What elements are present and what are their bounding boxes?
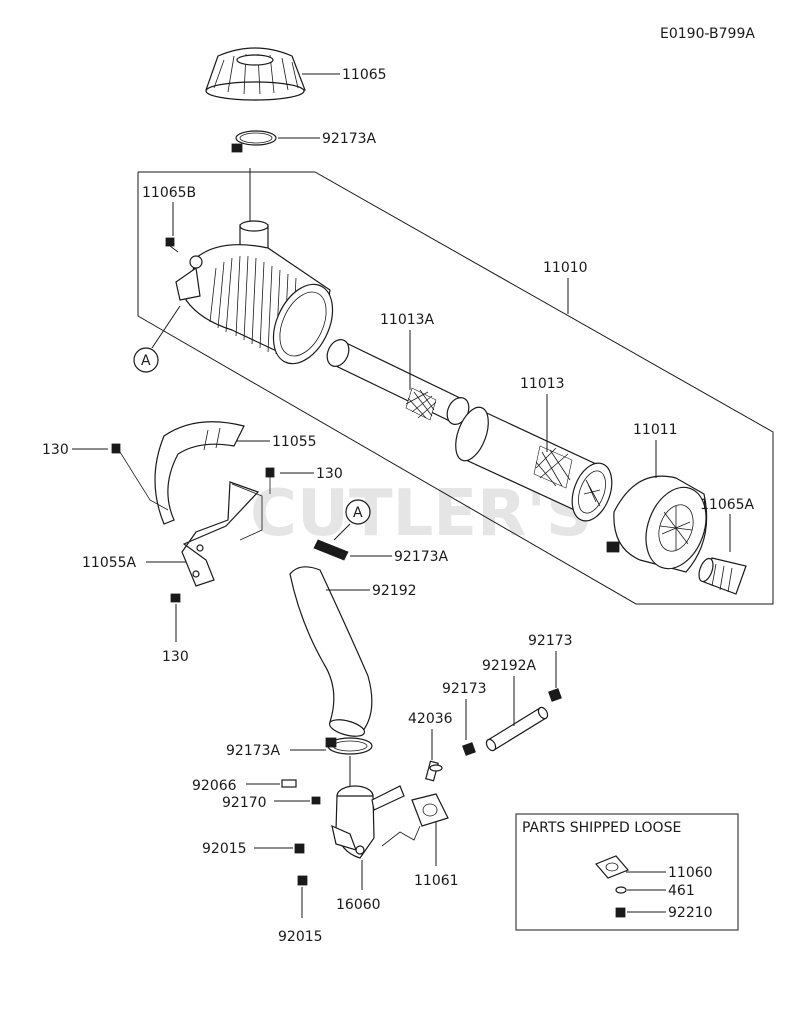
leader-callout-a-lower [333, 523, 351, 541]
label-92170: 92170 [222, 795, 267, 811]
label-11055A: 11055A [82, 555, 137, 571]
label-130-right: 130 [316, 466, 343, 482]
label-92173-mid: 92173 [442, 681, 487, 697]
label-92173A-mid: 92173A [394, 549, 449, 565]
callout-a-lower-label: A [353, 505, 363, 521]
bolt-11065B[interactable] [165, 237, 179, 253]
housing-body[interactable] [175, 220, 344, 373]
diagram-code: E0190-B799A [660, 26, 755, 42]
nut-92015-b[interactable] [297, 875, 308, 886]
label-11011: 11011 [633, 422, 678, 438]
label-92015-b: 92015 [278, 929, 323, 945]
label-92015-a: 92015 [202, 841, 247, 857]
label-92173A-low: 92173A [226, 743, 281, 759]
cover-11011[interactable] [606, 475, 717, 577]
fitting-92066[interactable] [281, 779, 297, 788]
clamp-92173-mid[interactable] [462, 742, 476, 756]
clamp-92173A-mid[interactable] [313, 539, 349, 561]
pipe-42036[interactable] [425, 760, 443, 782]
nut-92210[interactable] [615, 907, 626, 918]
clamp-92173-right[interactable] [548, 688, 562, 702]
clamp-92173A-top[interactable] [231, 130, 277, 153]
bracket-11055A[interactable] [181, 481, 263, 587]
hose-92192[interactable] [289, 566, 373, 740]
label-11055: 11055 [272, 434, 317, 450]
filter-11013[interactable] [449, 403, 619, 526]
label-16060: 16060 [336, 897, 381, 913]
washer-461[interactable] [615, 886, 627, 894]
cap-11065[interactable] [205, 47, 306, 101]
label-130-bottom: 130 [162, 649, 189, 665]
gasket-11061[interactable] [411, 793, 449, 827]
callout-a-top-label: A [141, 353, 151, 369]
bolt-130-left[interactable] [111, 443, 121, 454]
label-92192A: 92192A [482, 658, 537, 674]
hose-92192A[interactable] [485, 706, 550, 752]
label-130-left: 130 [42, 442, 69, 458]
nut-92015-a[interactable] [294, 843, 305, 854]
leader-callout-a-top [151, 305, 181, 349]
clamp-92173A-low[interactable] [325, 737, 373, 755]
label-92173A-top: 92173A [322, 131, 377, 147]
label-11065: 11065 [342, 67, 387, 83]
gasket-11061-guide [381, 825, 421, 847]
callout-a-lower [345, 499, 371, 525]
filter-11013A[interactable] [323, 336, 473, 428]
bolt-130-left-line [119, 451, 169, 511]
label-11010: 11010 [543, 260, 588, 276]
label-11013A: 11013A [380, 312, 435, 328]
label-92173-right: 92173 [528, 633, 573, 649]
label-11013: 11013 [520, 376, 565, 392]
clip-92170[interactable] [311, 796, 321, 805]
label-11065A: 11065A [700, 497, 755, 513]
label-92192: 92192 [372, 583, 417, 599]
gasket-11060[interactable] [594, 855, 630, 879]
loose-parts-title: PARTS SHIPPED LOOSE [522, 820, 681, 836]
valve-11065A[interactable] [696, 557, 747, 595]
elbow-16060[interactable] [331, 785, 405, 859]
shield-11055[interactable] [154, 421, 245, 525]
label-92066: 92066 [192, 778, 237, 794]
air-cleaner-group-boundary [137, 171, 774, 605]
label-92210: 92210 [668, 905, 713, 921]
label-461: 461 [668, 883, 695, 899]
bolt-130-right[interactable] [265, 467, 275, 478]
bolt-130-bottom[interactable] [170, 593, 181, 603]
label-11065B: 11065B [142, 185, 196, 201]
callout-a-top [133, 347, 159, 373]
label-11061: 11061 [414, 873, 459, 889]
label-11060: 11060 [668, 865, 713, 881]
label-42036: 42036 [408, 711, 453, 727]
